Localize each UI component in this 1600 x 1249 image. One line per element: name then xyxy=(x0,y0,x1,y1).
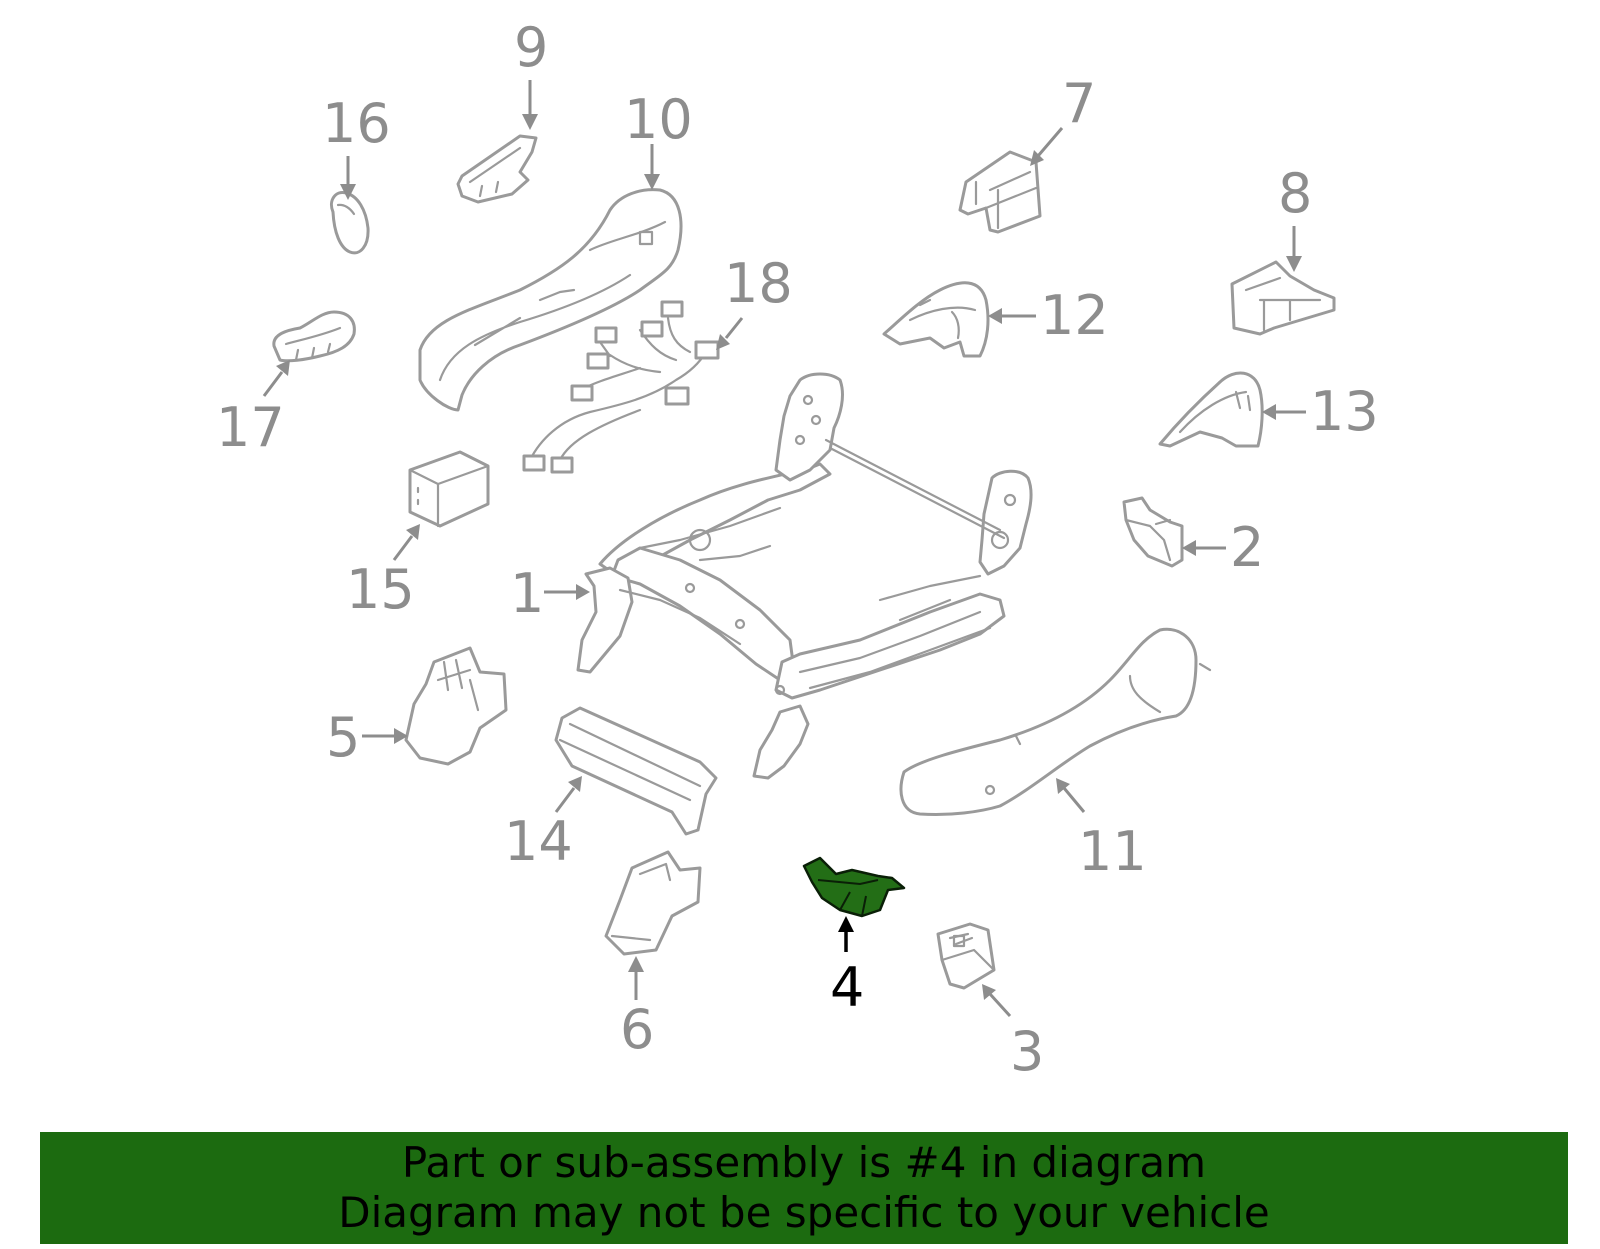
callout-11: 11 xyxy=(1056,778,1147,883)
part-3-switch[interactable] xyxy=(936,922,996,990)
part-9-handle[interactable] xyxy=(456,134,538,204)
callout-13: 13 xyxy=(1262,380,1379,443)
part-18-wiring-harness[interactable] xyxy=(522,300,720,474)
part-6-cover[interactable] xyxy=(604,850,702,956)
callouts: 1 2 3 4 5 6 7 xyxy=(216,16,1379,1083)
callout-16: 16 xyxy=(322,92,391,200)
callout-3: 3 xyxy=(982,984,1044,1083)
part-2-clip[interactable] xyxy=(1122,496,1184,568)
callout-6: 6 xyxy=(620,956,654,1061)
callout-12: 12 xyxy=(988,284,1109,347)
callout-2-label: 2 xyxy=(1230,516,1264,579)
callout-17-label: 17 xyxy=(216,396,285,459)
part-12-trim-panel[interactable] xyxy=(882,281,990,358)
callout-14-label: 14 xyxy=(504,810,573,873)
callout-9: 9 xyxy=(514,16,548,130)
callout-4-label: 4 xyxy=(830,956,864,1019)
banner-line-1: Part or sub-assembly is #4 in diagram xyxy=(401,1138,1207,1187)
part-11-side-shield[interactable] xyxy=(899,627,1212,817)
part-5-cover[interactable] xyxy=(404,646,508,766)
callout-5-label: 5 xyxy=(326,706,360,769)
callout-9-label: 9 xyxy=(514,16,548,79)
callout-13-label: 13 xyxy=(1310,380,1379,443)
callout-5: 5 xyxy=(326,706,408,769)
callout-7: 7 xyxy=(1030,72,1096,166)
callout-10: 10 xyxy=(624,88,693,190)
part-13-trim-panel[interactable] xyxy=(1158,371,1264,448)
info-banner: Part or sub-assembly is #4 in diagram Di… xyxy=(40,1132,1568,1244)
part-4-bracket-highlighted[interactable] xyxy=(802,856,906,918)
callout-1: 1 xyxy=(510,562,590,625)
callout-18-label: 18 xyxy=(724,252,793,315)
callout-18: 18 xyxy=(716,252,793,350)
part-1-seat-frame[interactable] xyxy=(576,372,1033,780)
callout-11-label: 11 xyxy=(1078,820,1147,883)
part-15-module-box[interactable] xyxy=(408,450,490,528)
callout-7-label: 7 xyxy=(1062,72,1096,135)
callout-2: 2 xyxy=(1182,516,1264,579)
callout-12-label: 12 xyxy=(1040,284,1109,347)
callout-6-label: 6 xyxy=(620,998,654,1061)
callout-17: 17 xyxy=(216,360,290,459)
part-7-bracket[interactable] xyxy=(958,150,1042,234)
callout-16-label: 16 xyxy=(322,92,391,155)
part-17-button[interactable] xyxy=(272,310,356,363)
banner-line-2: Diagram may not be specific to your vehi… xyxy=(338,1188,1270,1237)
callout-3-label: 3 xyxy=(1010,1020,1044,1083)
callout-14: 14 xyxy=(504,776,582,873)
callout-10-label: 10 xyxy=(624,88,693,151)
callout-8-label: 8 xyxy=(1278,162,1312,225)
callout-4: 4 xyxy=(830,916,864,1019)
part-8-bracket[interactable] xyxy=(1230,260,1336,336)
part-14-trim-strip[interactable] xyxy=(554,706,718,836)
callout-8: 8 xyxy=(1278,162,1312,272)
callout-1-label: 1 xyxy=(510,562,544,625)
part-10-side-shield[interactable] xyxy=(418,188,683,412)
callout-15: 15 xyxy=(346,524,420,621)
part-16-knob[interactable] xyxy=(330,190,370,255)
callout-15-label: 15 xyxy=(346,558,415,621)
